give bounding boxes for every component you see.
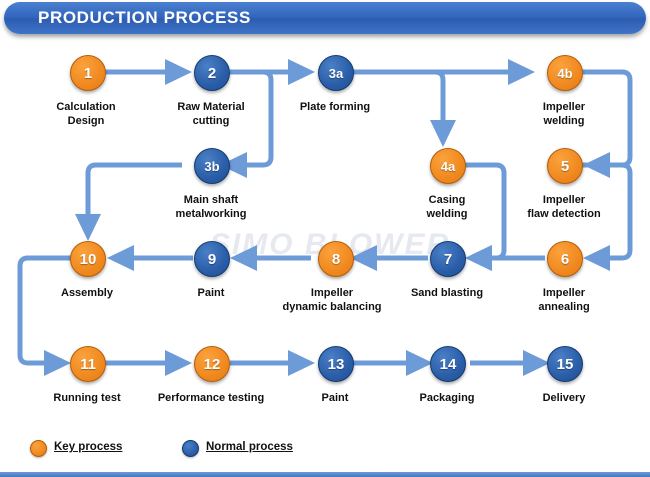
node-11-label-line1: Running test [53,392,121,404]
node-4a[interactable]: 4a [430,148,466,184]
wire-3b-to-10 [75,162,182,241]
node-4b-number: 4b [557,65,573,81]
node-12-label-line1: Performance testing [157,392,265,404]
legend-normal-process-label: Normal process [206,441,293,453]
node-1-label-line2: Design [67,114,105,127]
node-3a[interactable]: 3a [318,55,354,91]
node-13-number: 13 [327,355,345,373]
legend-key-process-label: Key process [54,441,123,453]
node-3a-number: 3a [328,65,344,81]
node-9-label: Paint [151,287,271,301]
node-6[interactable]: 6 [547,241,583,277]
node-6-label-line2: annealing [538,300,590,313]
wire-10-to-11 [17,255,71,376]
node-14-number: 14 [439,355,457,373]
node-10-number: 10 [79,250,97,268]
node-6-label: Impeller annealing [504,287,624,315]
node-13-label: Paint [275,392,395,406]
node-4a-number: 4a [440,158,456,174]
node-15-number: 15 [556,355,574,373]
node-4b-label-line2: welding [543,114,585,127]
node-3a-label: Plate forming [275,101,395,115]
node-15-label-line1: Delivery [542,392,586,404]
node-8-number: 8 [331,250,341,268]
node-11[interactable]: 11 [70,346,106,382]
node-5-label: Impeller flaw detection [504,194,624,222]
node-3b-label-line2: metalworking [175,207,247,220]
node-15[interactable]: 15 [547,346,583,382]
node-9-number: 9 [207,250,217,268]
wire-2-to-3b [220,69,274,178]
node-7[interactable]: 7 [430,241,466,277]
node-4a-label: Casing welding [387,194,507,222]
node-14[interactable]: 14 [430,346,466,382]
node-9[interactable]: 9 [194,241,230,277]
node-12[interactable]: 12 [194,346,230,382]
node-10[interactable]: 10 [70,241,106,277]
page-title: PRODUCTION PROCESS [38,8,251,27]
node-5[interactable]: 5 [547,148,583,184]
node-4a-label-line2: welding [426,207,468,220]
node-2-label-line1: Raw Material [177,101,245,113]
node-14-label-line1: Packaging [419,392,475,404]
node-1-label-line1: Calculation [56,101,116,113]
node-13-label-line1: Paint [321,392,349,404]
node-5-label-line1: Impeller [542,194,586,206]
wire-5-to-6 [581,162,633,271]
node-3b[interactable]: 3b [194,148,230,184]
node-1-number: 1 [83,64,93,82]
node-9-label-line1: Paint [197,287,225,299]
node-13[interactable]: 13 [318,346,354,382]
bottom-bar [0,472,650,477]
node-8[interactable]: 8 [318,241,354,277]
header-bar: PRODUCTION PROCESS [4,2,646,34]
node-1[interactable]: 1 [70,55,106,91]
node-8-label-line1: Impeller [310,287,354,299]
legend-key-process-icon [30,440,47,457]
node-4b[interactable]: 4b [547,55,583,91]
node-2-label-line2: cutting [192,114,230,127]
node-8-label-line2: dynamic balancing [282,300,382,313]
node-12-label: Performance testing [151,392,271,406]
node-5-number: 5 [560,157,570,175]
node-4a-label-line1: Casing [428,194,466,206]
node-3b-label-line1: Main shaft [183,194,239,206]
node-11-label: Running test [27,392,147,406]
node-7-number: 7 [443,250,453,268]
node-6-label-line1: Impeller [542,287,586,299]
node-15-label: Delivery [504,392,624,406]
node-7-label: Sand blasting [387,287,507,301]
node-4b-label: Impeller welding [504,101,624,129]
node-6-number: 6 [560,250,570,268]
wire-3a-to-4a [353,69,456,147]
node-3a-label-line1: Plate forming [299,101,371,113]
legend-normal-process-icon [182,440,199,457]
node-7-label-line1: Sand blasting [410,287,484,299]
node-2-number: 2 [207,64,217,82]
node-4b-label-line1: Impeller [542,101,586,113]
node-1-label: Calculation Design [26,101,146,129]
node-12-number: 12 [203,355,221,373]
node-2-label: Raw Material cutting [151,101,271,129]
node-10-label-line1: Assembly [61,287,113,299]
node-3b-label: Main shaft metalworking [151,194,271,222]
node-5-label-line2: flaw detection [527,207,601,220]
node-2[interactable]: 2 [194,55,230,91]
wire-4a-to-7 [464,162,507,271]
node-14-label: Packaging [387,392,507,406]
node-11-number: 11 [80,355,96,373]
node-3b-number: 3b [204,158,220,174]
node-8-label: Impeller dynamic balancing [272,287,392,315]
node-10-label: Assembly [27,287,147,301]
